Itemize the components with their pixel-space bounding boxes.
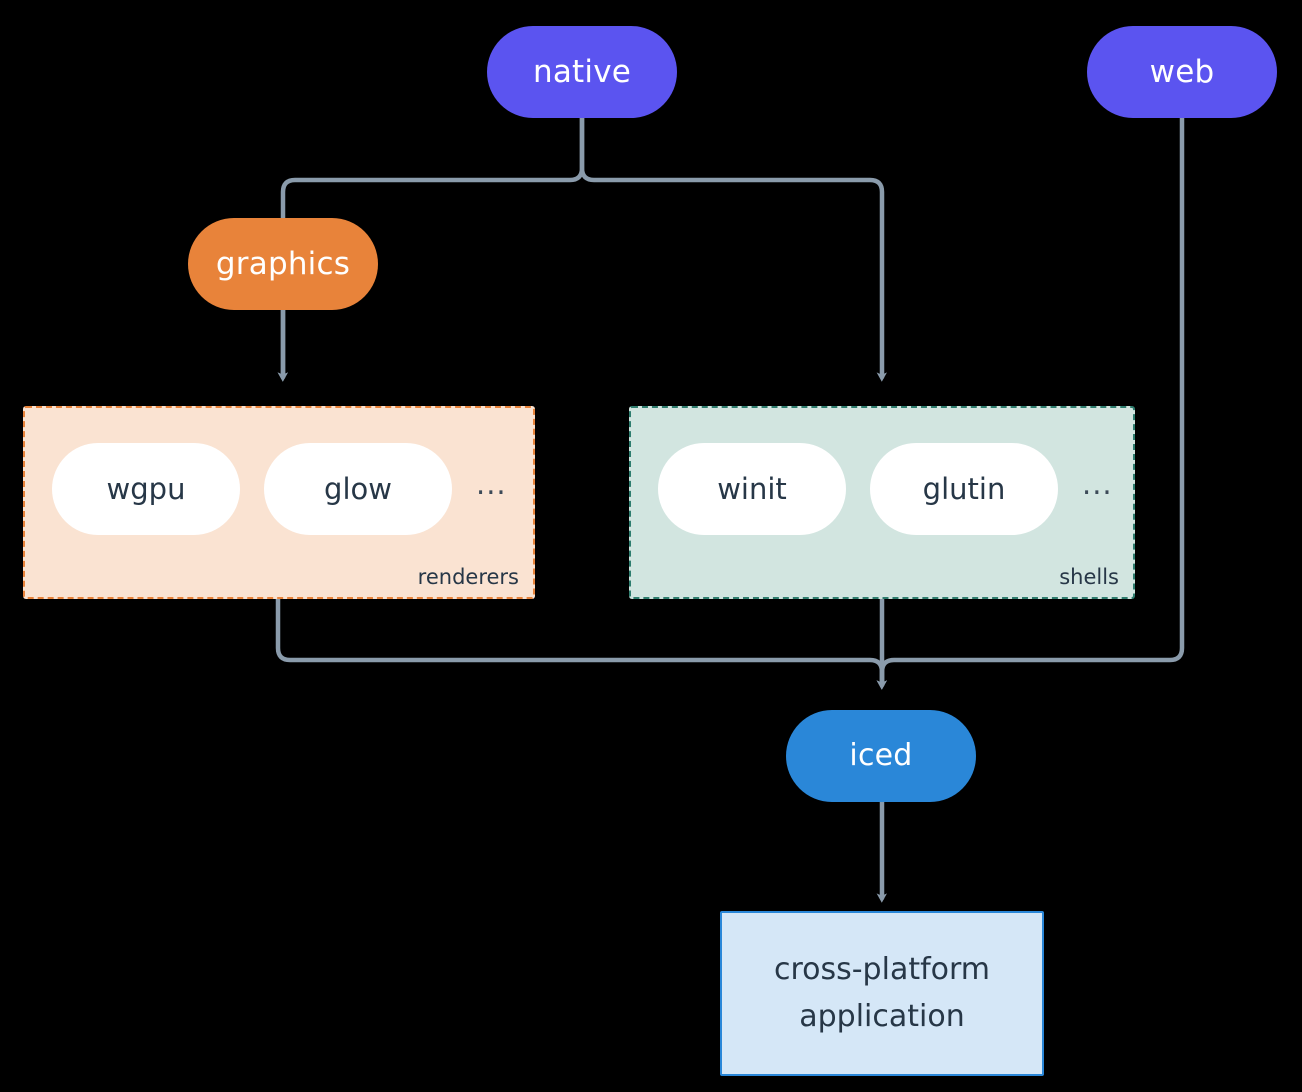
cluster-shells-label: shells [1059,565,1119,589]
edge-web-iced [876,115,1185,690]
node-web-label: web [1149,53,1215,90]
shells-overflow-ellipsis: ... [1082,467,1113,501]
node-glutin[interactable]: glutin [870,442,1058,535]
node-iced[interactable]: iced [786,710,976,802]
renderers-overflow-ellipsis: ... [476,467,507,501]
cluster-renderers-items: wgpu glow ... [25,408,507,597]
node-glow[interactable]: glow [264,442,452,535]
edge-native-shells [579,115,887,382]
node-winit[interactable]: winit [658,442,846,535]
cluster-renderers-label: renderers [417,565,519,589]
node-iced-label: iced [849,738,913,774]
node-graphics-label: graphics [215,245,351,282]
node-glow-label: glow [324,471,392,506]
node-wgpu-label: wgpu [106,471,186,506]
node-wgpu[interactable]: wgpu [52,442,240,535]
node-native[interactable]: native [487,26,677,118]
node-application-label-line-1: cross-platform [773,952,991,987]
node-application-label-line-2: application [799,998,965,1034]
node-application[interactable]: cross-platform application [720,911,1044,1076]
cluster-shells-items: winit glutin ... [631,408,1113,597]
node-glutin-label: glutin [922,471,1006,506]
node-winit-label: winit [717,471,787,506]
cluster-shells: winit glutin ... shells [629,406,1135,599]
edge-renderers-iced [275,596,887,690]
node-graphics[interactable]: graphics [188,218,378,310]
node-native-label: native [532,53,632,90]
node-web[interactable]: web [1087,26,1277,118]
cluster-renderers: wgpu glow ... renderers [23,406,535,599]
